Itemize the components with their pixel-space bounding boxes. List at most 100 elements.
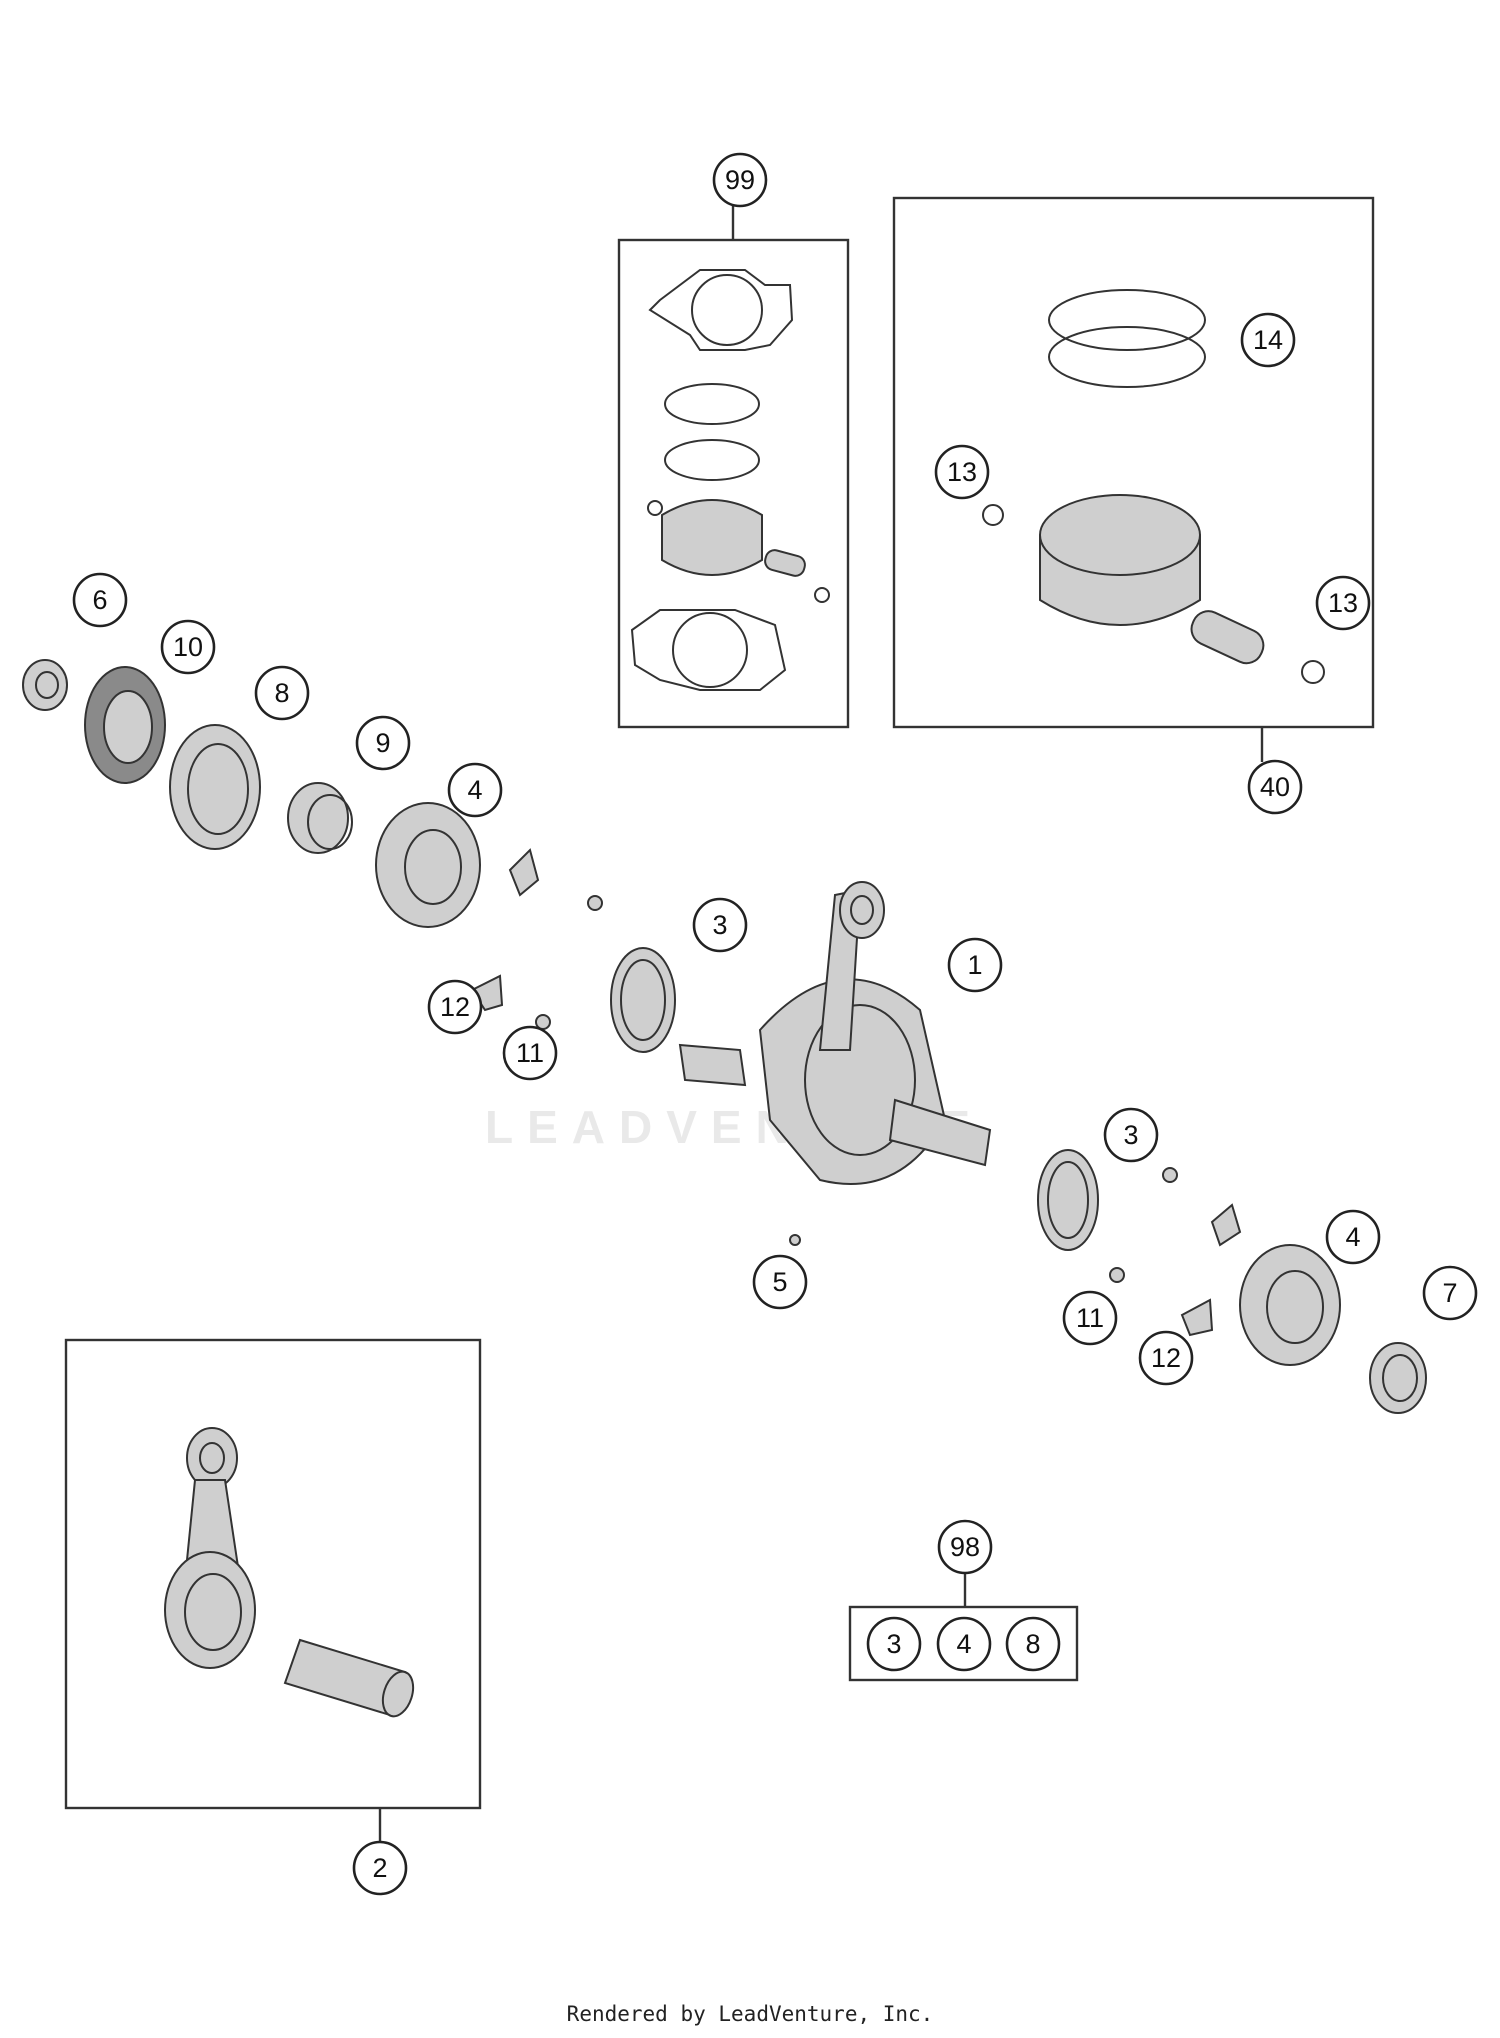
crank-web-counterweight — [804, 1004, 916, 1156]
callout-10: 10 — [160, 619, 216, 675]
callout-13-left: 13 — [934, 444, 990, 500]
left-side-parts — [22, 659, 603, 1030]
callout-11-right-label: 11 — [1076, 1303, 1104, 1333]
callout-3-right: 3 — [1103, 1107, 1159, 1163]
nut-6-hole — [35, 671, 59, 699]
kit-98-group — [848, 1568, 1079, 1682]
screw-right-upper — [1162, 1167, 1178, 1183]
callout-98-label: 98 — [950, 1532, 980, 1562]
kit-piston-ring-second — [664, 439, 760, 481]
callout-12-left-label: 12 — [440, 992, 470, 1022]
callout-3-left-label: 3 — [712, 910, 727, 940]
crank-pin-end — [381, 1670, 415, 1718]
piston-ring-lower — [1048, 326, 1206, 388]
retainer-left-upper — [508, 848, 540, 897]
callout-14: 14 — [1240, 312, 1296, 368]
piston-kit-group — [892, 196, 1375, 762]
kit-98-box — [848, 1605, 1079, 1682]
callout-12-left: 12 — [427, 979, 483, 1035]
thrust-washer-3-right-inner — [1047, 1161, 1089, 1239]
callout-5-label: 5 — [772, 1267, 787, 1297]
kit-98-item-4-label: 4 — [956, 1629, 971, 1659]
callout-9: 9 — [355, 715, 411, 771]
callout-11-right: 11 — [1062, 1290, 1118, 1346]
callout-8: 8 — [254, 665, 310, 721]
piston-ring-upper — [1048, 289, 1206, 351]
callout-4-left: 4 — [447, 762, 503, 818]
head-gasket — [648, 269, 794, 351]
callout-11-left-label: 11 — [516, 1038, 544, 1068]
callout-12-right-label: 12 — [1151, 1343, 1181, 1373]
callout-99-label: 99 — [725, 165, 755, 195]
kit-circlip-left — [647, 500, 663, 516]
callout-3-left: 3 — [692, 897, 748, 953]
screw-left-upper — [587, 895, 603, 911]
callout-7-label: 7 — [1442, 1278, 1457, 1308]
callout-13-left-label: 13 — [947, 457, 977, 487]
kit-piston-pin — [764, 549, 806, 577]
callout-7: 7 — [1422, 1265, 1478, 1321]
conrod-small-end-bore — [199, 1442, 225, 1474]
gear-10-hub — [103, 690, 153, 764]
piston-crown — [1039, 494, 1201, 576]
conrod-kit-box — [64, 1338, 482, 1810]
screw-11-left — [535, 1014, 551, 1030]
circlip-left — [982, 504, 1004, 526]
callout-4-left-label: 4 — [467, 775, 482, 805]
base-gasket-bore — [672, 612, 748, 688]
callout-40-label: 40 — [1260, 772, 1290, 802]
footer-credit: Rendered by LeadVenture, Inc. — [566, 2002, 934, 2026]
crankshaft-group — [610, 881, 992, 1246]
callout-13-right-label: 13 — [1328, 588, 1358, 618]
callout-10-label: 10 — [173, 632, 203, 662]
gasket-kit-box — [617, 238, 850, 729]
spacer-9-inner — [307, 794, 353, 850]
callout-8-label: 8 — [274, 678, 289, 708]
callout-3-right-label: 3 — [1123, 1120, 1138, 1150]
callout-11-left: 11 — [502, 1025, 558, 1081]
callout-4-right-label: 4 — [1345, 1222, 1360, 1252]
callout-14-label: 14 — [1253, 325, 1283, 355]
base-gasket — [630, 609, 787, 691]
callout-1-label: 1 — [967, 950, 982, 980]
callout-99: 99 — [712, 152, 768, 208]
kit-circlip-right — [814, 587, 830, 603]
kit-98-item-3-label: 3 — [886, 1629, 901, 1659]
circlip-right — [1301, 660, 1325, 684]
seal-8-inner — [187, 743, 249, 835]
retainer-12-right — [1180, 1298, 1214, 1337]
callout-12-right: 12 — [1138, 1330, 1194, 1386]
callout-13-right: 13 — [1315, 575, 1371, 631]
callout-40: 40 — [1247, 759, 1303, 815]
bearing-4-left — [375, 802, 481, 928]
kit-98-item-3: 3 — [866, 1616, 922, 1672]
callout-9-label: 9 — [375, 728, 390, 758]
thrust-washer-3-left-inner — [620, 959, 666, 1041]
nut-6 — [22, 659, 68, 711]
callout-98: 98 — [937, 1519, 993, 1575]
kit-98-item-8: 8 — [1005, 1616, 1061, 1672]
callout-5: 5 — [752, 1254, 808, 1310]
bearing-4-right — [1239, 1244, 1341, 1366]
callout-2: 2 — [352, 1840, 408, 1896]
crank-shaft-left-end — [678, 1043, 747, 1087]
callout-2-label: 2 — [372, 1853, 387, 1883]
bearing-4-left-inner — [404, 829, 462, 905]
head-gasket-bore — [691, 274, 763, 346]
kit-98-item-8-label: 8 — [1025, 1629, 1040, 1659]
screw-11-right — [1109, 1267, 1125, 1283]
gasket-kit-group — [617, 203, 850, 729]
kit-piston-ring-top — [664, 383, 760, 425]
right-side-parts — [1037, 1149, 1427, 1414]
kit-piston — [661, 499, 763, 576]
callout-6-label: 6 — [92, 585, 107, 615]
callout-1: 1 — [947, 937, 1003, 993]
connecting-rod-small-end — [839, 881, 885, 939]
kit-98-item-4: 4 — [936, 1616, 992, 1672]
piston-pin — [1190, 610, 1265, 665]
piston-kit-box — [892, 196, 1375, 729]
crank-shaft-right-end — [888, 1098, 992, 1167]
woodruff-key-5 — [789, 1234, 801, 1246]
conrod-big-end-bore — [184, 1573, 242, 1651]
